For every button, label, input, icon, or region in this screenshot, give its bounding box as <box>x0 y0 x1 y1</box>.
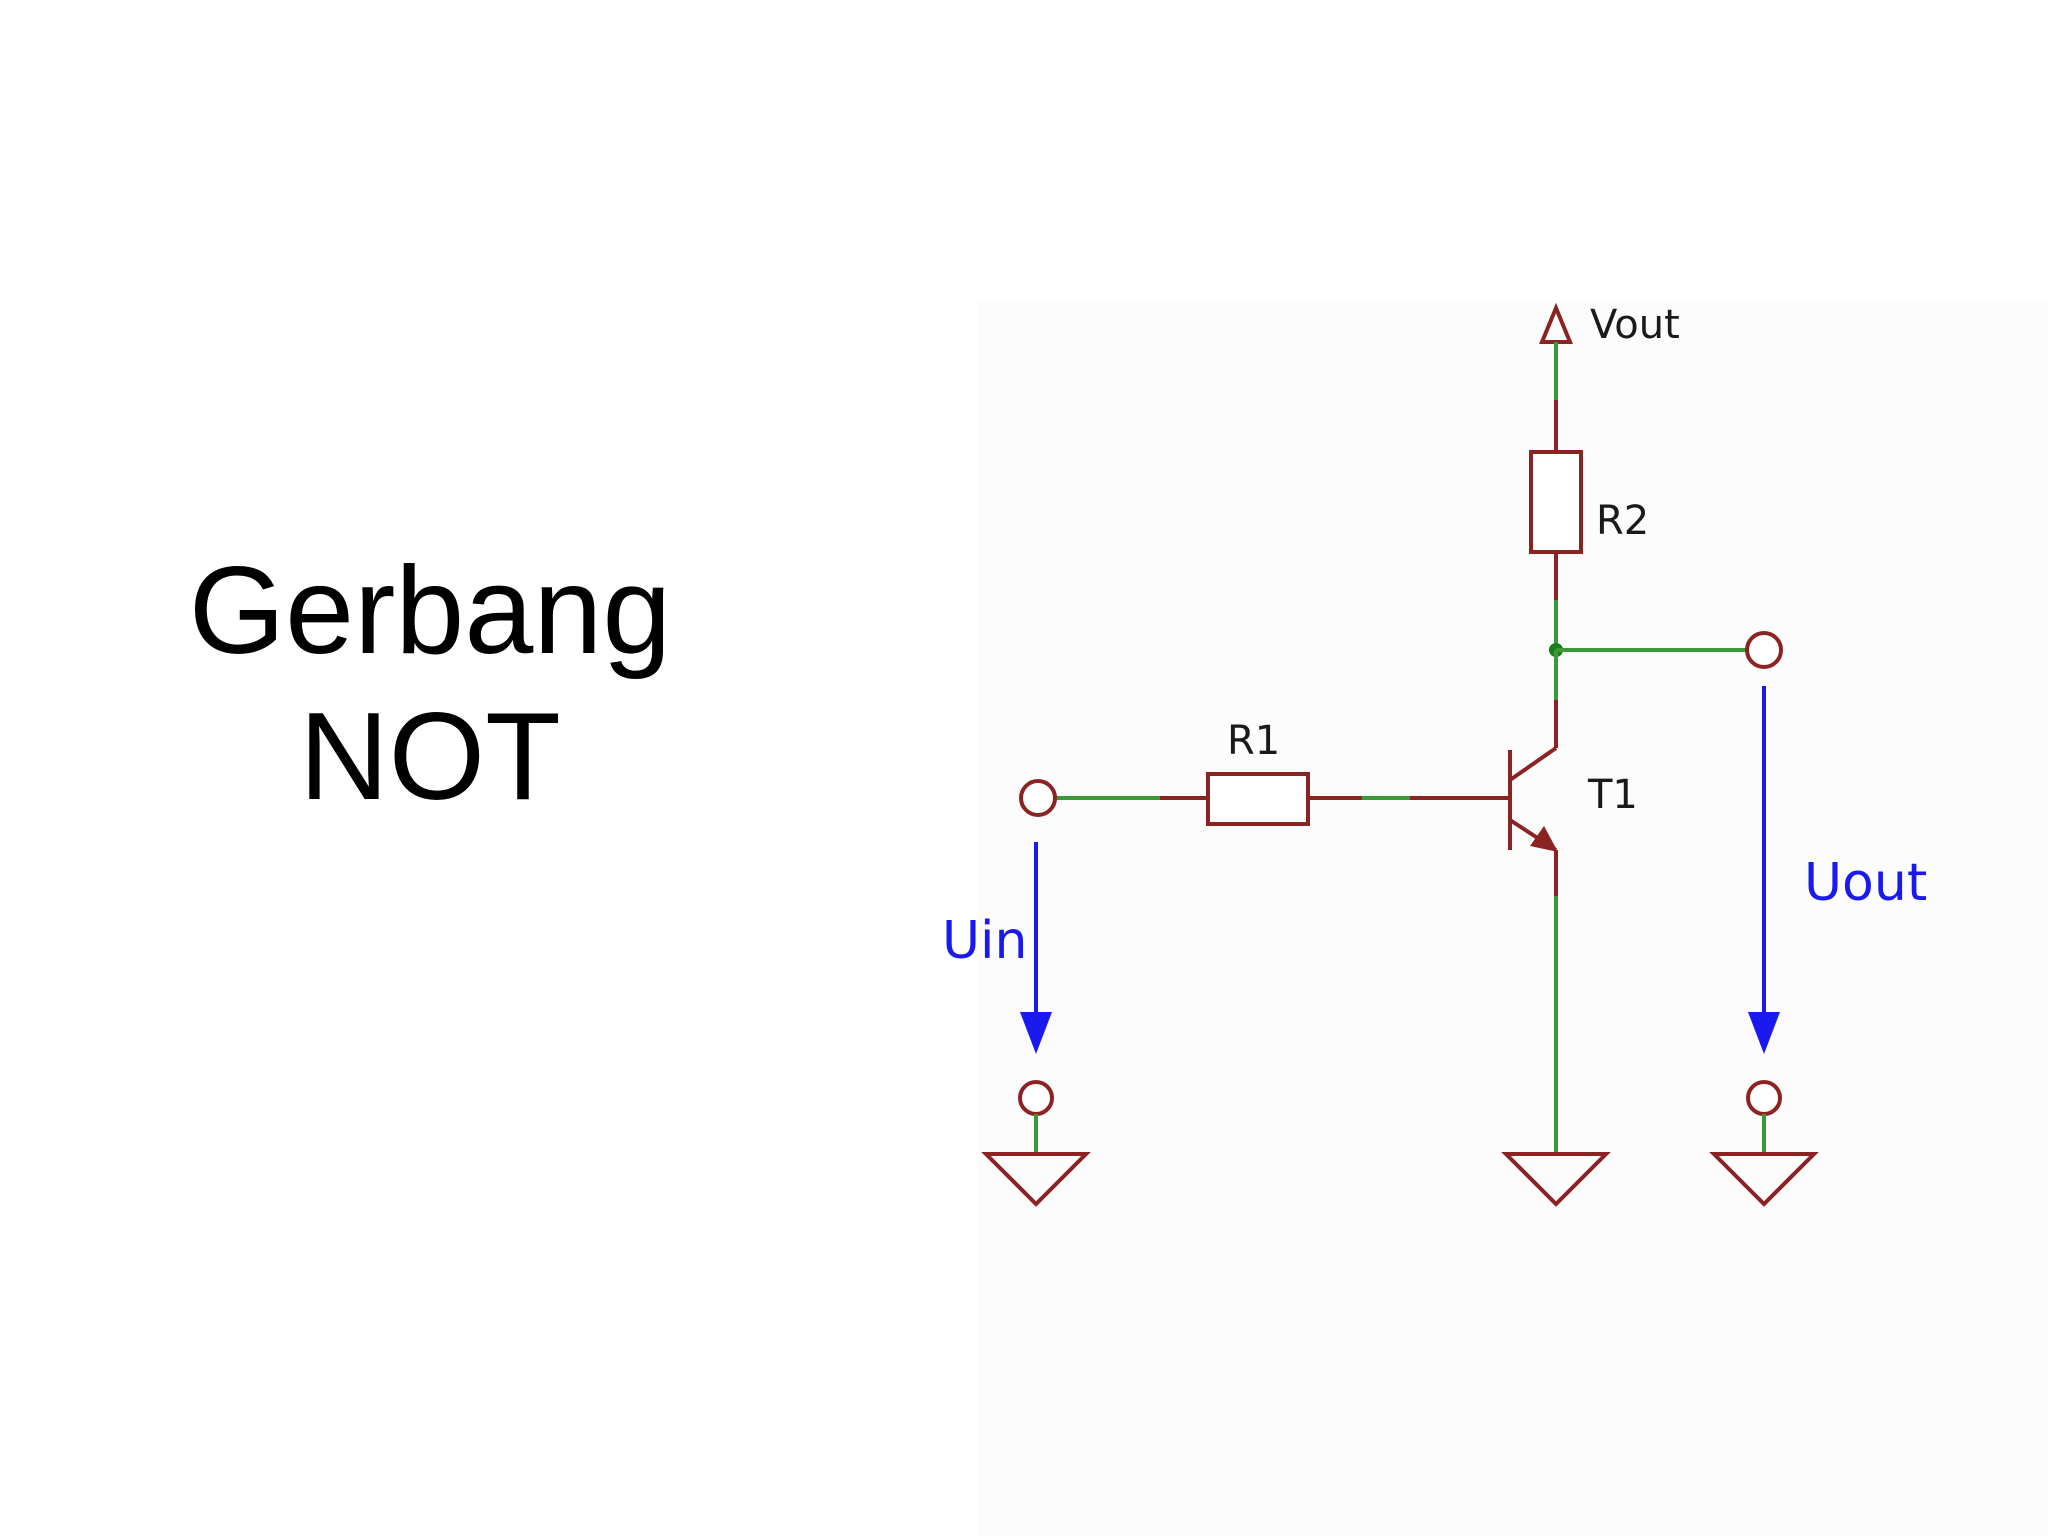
ground-emitter-icon <box>1501 1152 1611 1207</box>
supply-label: Vout <box>1590 302 1680 348</box>
resistor-r2 <box>1529 450 1583 554</box>
uout-label: Uout <box>1804 853 1927 913</box>
slide-title: Gerbang NOT <box>130 538 730 830</box>
supply-arrow-icon <box>1539 302 1573 344</box>
emitter-arrow-icon <box>1530 826 1558 852</box>
r1-label: R1 <box>1227 718 1280 764</box>
input-terminal <box>1019 779 1057 817</box>
uin-arrowhead-icon <box>1020 1012 1052 1054</box>
uin-label: Uin <box>942 911 1027 971</box>
ground-input-icon <box>981 1152 1091 1207</box>
r2-label: R2 <box>1596 498 1649 544</box>
title-line-not: NOT <box>299 688 561 826</box>
title-line-gerbang: Gerbang <box>188 542 672 680</box>
output-ground-terminal <box>1746 1080 1782 1116</box>
ground-output-icon <box>1709 1152 1819 1207</box>
transistor-t1 <box>1508 746 1558 852</box>
input-ground-terminal <box>1018 1080 1054 1116</box>
output-terminal <box>1745 631 1783 669</box>
uout-arrowhead-icon <box>1748 1012 1780 1054</box>
schematic-background <box>978 300 2048 1536</box>
resistor-r1 <box>1206 772 1310 826</box>
t1-label: T1 <box>1587 772 1638 818</box>
